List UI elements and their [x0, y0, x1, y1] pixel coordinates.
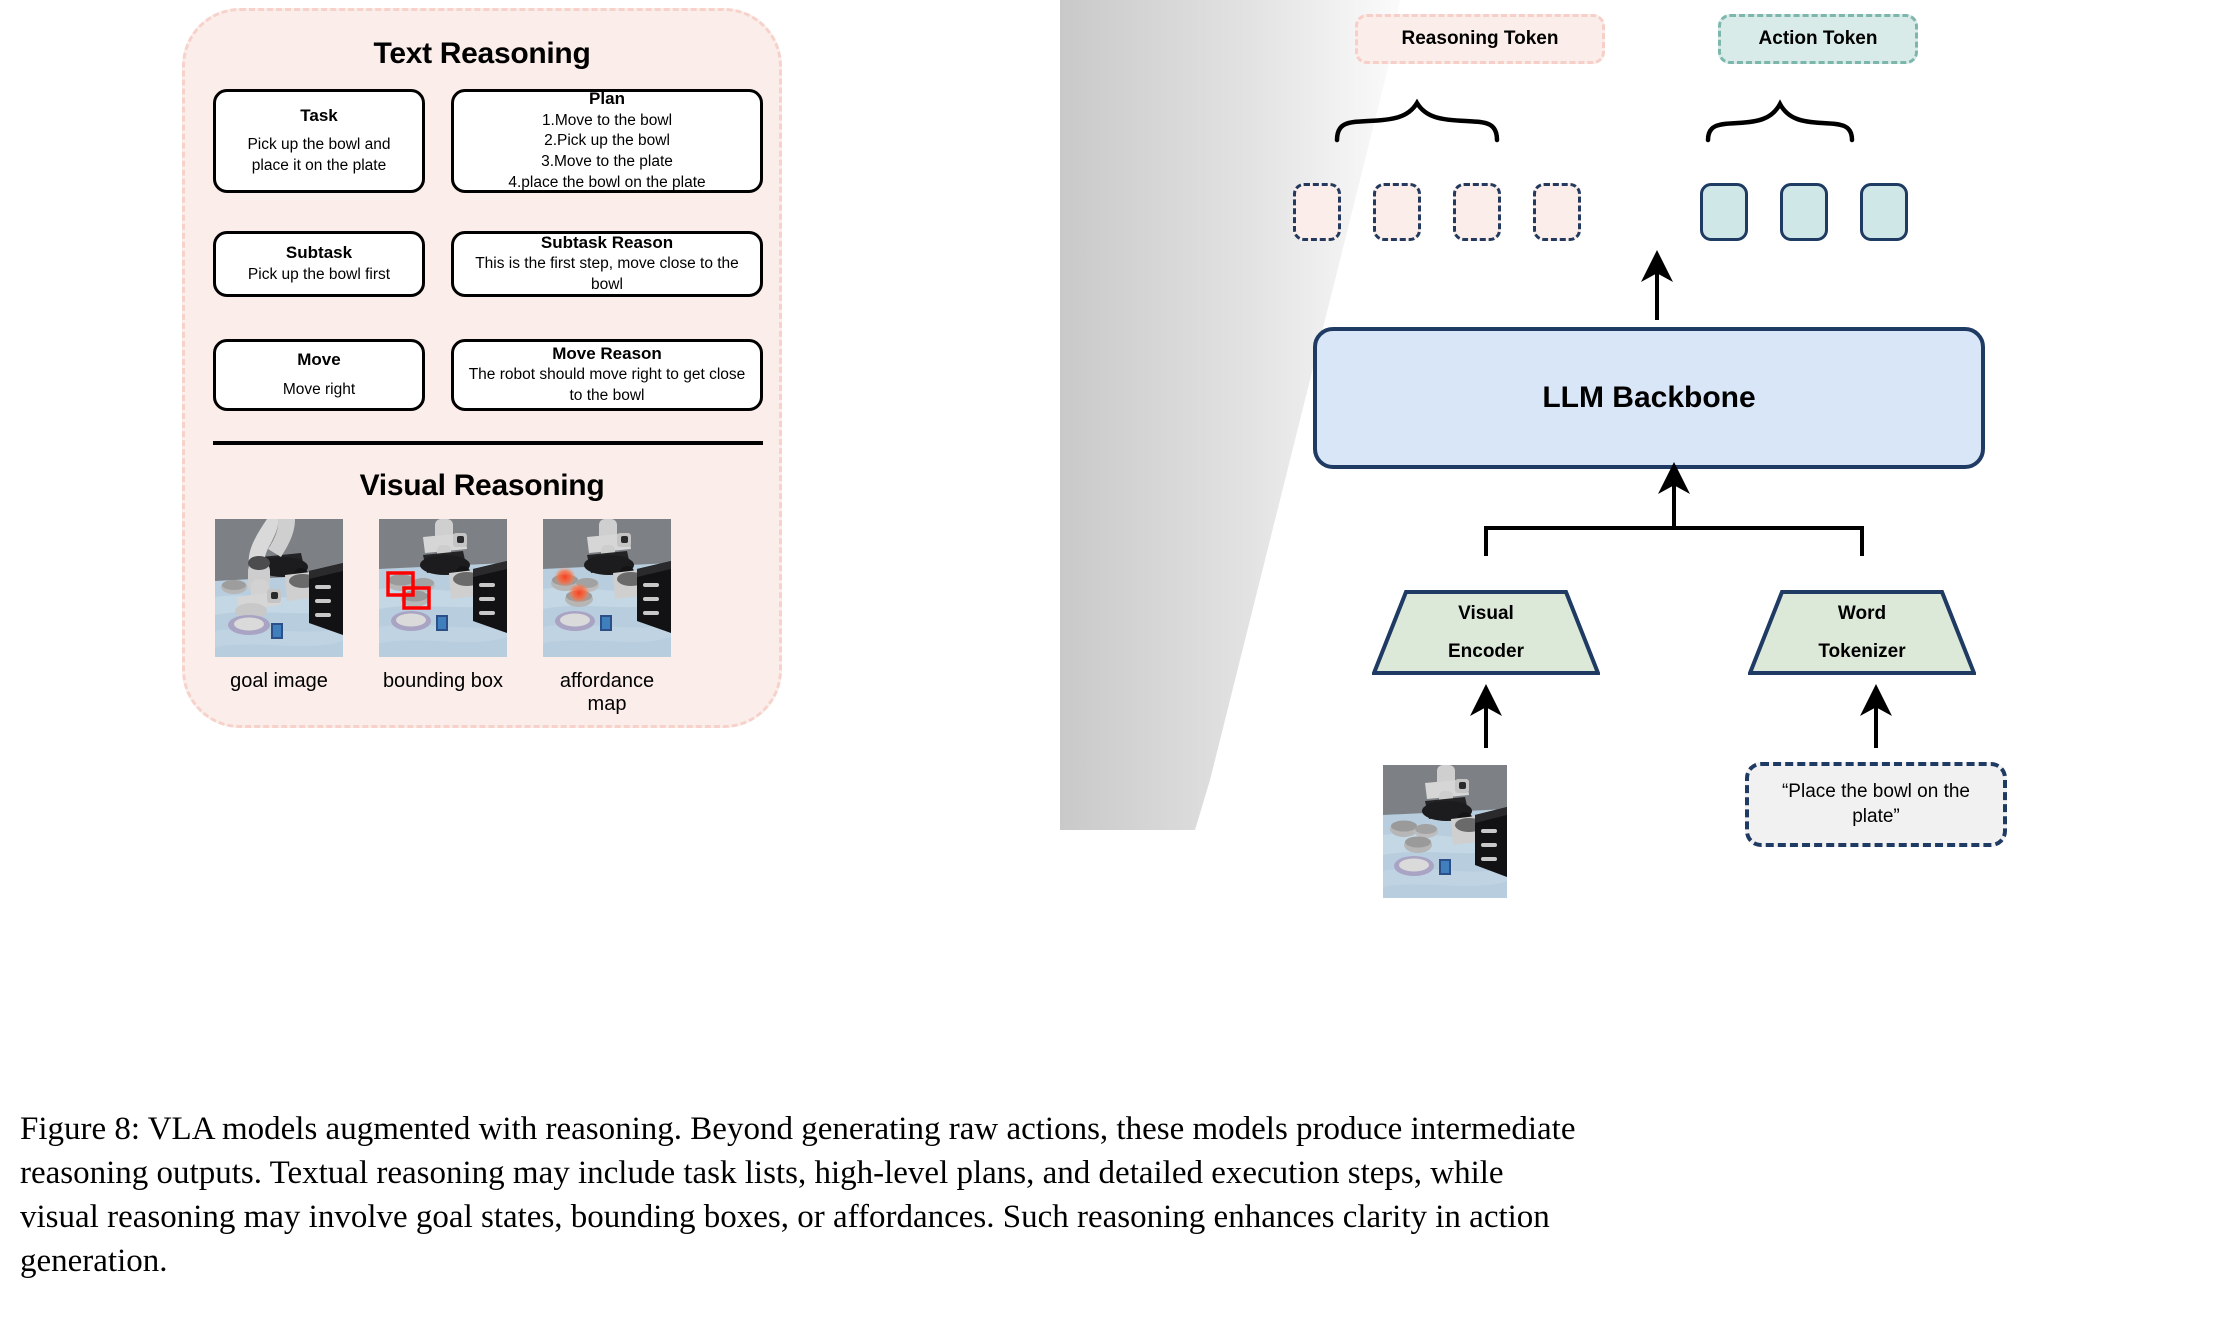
- word-tokenizer-block: Word Tokenizer: [1748, 590, 1976, 675]
- move-reason-box: Move Reason The robot should move right …: [451, 339, 763, 411]
- architecture-diagram: Reasoning Token Action Token LLM Backbon…: [1293, 14, 2007, 898]
- visual-reasoning-item-goal-image: goal image: [215, 519, 343, 693]
- caption-line-3: visual reasoning may involve goal states…: [20, 1198, 1550, 1235]
- task-box-title: Task: [300, 105, 338, 125]
- move-box: Move Move right: [213, 339, 425, 411]
- caption-line-2: reasoning outputs. Textual reasoning may…: [20, 1154, 1504, 1191]
- subtask-box: Subtask Pick up the bowl first: [213, 231, 425, 297]
- panel-divider: [213, 441, 763, 445]
- figure-caption: Figure 8: VLA models augmented with reas…: [20, 1108, 2216, 1284]
- text-visual-reasoning-panel: Text Reasoning Task Pick up the bowl and…: [182, 8, 782, 728]
- action-token-chip-1: [1700, 183, 1748, 241]
- move-reason-box-body: The robot should move right to get close…: [468, 366, 746, 405]
- move-box-body: Move right: [282, 380, 356, 398]
- action-token-chip-3: [1860, 183, 1908, 241]
- visual-reasoning-item-affordance-map: affordance map: [543, 519, 671, 716]
- reasoning-token-chip-1: [1293, 183, 1341, 241]
- word-tokenizer-shape: [1748, 590, 1976, 675]
- plan-box: Plan 1.Move to the bowl 2.Pick up the bo…: [451, 89, 763, 193]
- word-tokenizer-line-2: Tokenizer: [1818, 641, 1906, 662]
- plan-box-title: Plan: [589, 88, 625, 108]
- action-token-label-box: Action Token: [1718, 14, 1918, 64]
- bounding-box-caption: bounding box: [382, 670, 504, 692]
- word-tokenizer-line-1: Word: [1837, 603, 1887, 624]
- affordance-map-caption: affordance map: [559, 670, 655, 715]
- llm-backbone-box: LLM Backbone: [1313, 327, 1985, 469]
- action-token-chip-2: [1780, 183, 1828, 241]
- subtask-box-body: Pick up the bowl first: [247, 265, 391, 283]
- subtask-box-title: Subtask: [285, 243, 353, 263]
- visual-encoder-line-2: Encoder: [1447, 641, 1525, 662]
- reasoning-token-chip-4: [1533, 183, 1581, 241]
- caption-line-4: generation.: [20, 1242, 168, 1279]
- visual-reasoning-title: Visual Reasoning: [359, 469, 605, 502]
- move-box-title: Move: [297, 350, 341, 370]
- caption-line-1: Figure 8: VLA models augmented with reas…: [20, 1111, 1576, 1147]
- goal-image-caption: goal image: [230, 670, 328, 692]
- prompt-text-box: “Place the bowl on the plate”: [1745, 762, 2007, 847]
- visual-encoder-block: Visual Encoder: [1372, 590, 1600, 675]
- visual-encoder-label: Visual Encoder: [1448, 604, 1524, 661]
- task-box: Task Pick up the bowl and place it on th…: [213, 89, 425, 193]
- text-reasoning-title: Text Reasoning: [373, 37, 591, 70]
- reasoning-token-chip-2: [1373, 183, 1421, 241]
- bounding-box-thumbnail: [379, 519, 507, 657]
- affordance-map-thumbnail: [543, 519, 671, 657]
- reasoning-token-chip-3: [1453, 183, 1501, 241]
- input-image-thumbnail: [1383, 765, 1507, 898]
- visual-reasoning-item-bounding-box: bounding box: [379, 519, 507, 693]
- plan-box-body: 1.Move to the bowl 2.Pick up the bowl 3.…: [508, 111, 706, 192]
- word-tokenizer-label: Word Tokenizer: [1818, 604, 1905, 661]
- goal-image-thumbnail: [215, 519, 343, 657]
- reasoning-token-label-box: Reasoning Token: [1355, 14, 1605, 64]
- task-box-body: Pick up the bowl and place it on the pla…: [247, 136, 391, 175]
- subtask-reason-box: Subtask Reason This is the first step, m…: [451, 231, 763, 297]
- subtask-reason-box-title: Subtask Reason: [540, 232, 674, 252]
- move-reason-box-title: Move Reason: [552, 343, 662, 363]
- subtask-reason-box-body: This is the first step, move close to th…: [475, 255, 739, 294]
- visual-encoder-line-1: Visual: [1458, 603, 1514, 624]
